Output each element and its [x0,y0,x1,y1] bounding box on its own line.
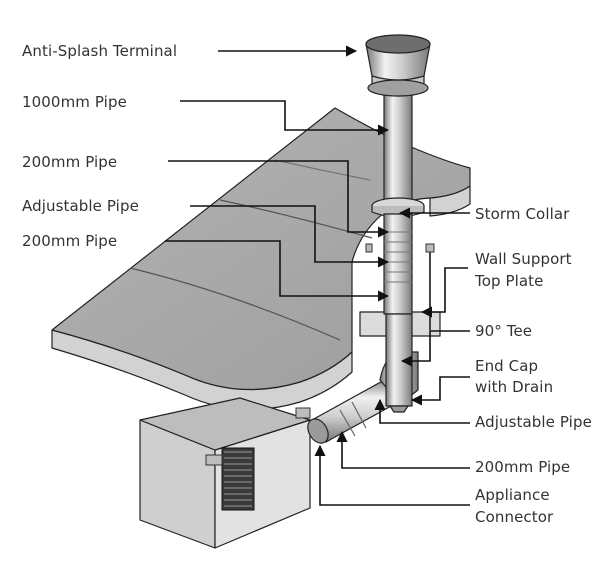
anti-splash-terminal [365,34,431,97]
label-end-cap-with-drain: End Cap with Drain [475,357,553,396]
label-top-plate-line-2: Top Plate [474,272,544,290]
appliance-connector-pipe [307,377,403,444]
leader-1000mm-pipe [180,100,390,136]
label-appliance-connector: Appliance Connector [475,486,555,526]
leader-90-tee [400,330,470,367]
label-adjustable-pipe-right: Adjustable Pipe [475,413,592,431]
label-200mm-pipe-lower: 200mm Pipe [475,458,570,476]
label-with-drain-line-2: with Drain [475,378,553,396]
leader-adjustable-pipe-left [190,205,390,268]
label-200mm-pipe-left: 200mm Pipe [22,232,117,250]
label-wall-support-line-1: Wall Support [475,250,572,268]
leader-end-cap-with-drain [410,376,470,406]
label-connector-line-2: Connector [475,508,554,526]
label-wall-support-top-plate: Wall Support Top Plate [474,250,577,290]
label-1000mm-pipe: 1000mm Pipe [22,93,127,111]
appliance-vent-grille [221,447,255,511]
leader-lines [165,45,470,506]
leader-200mm-pipe-upper [168,160,390,238]
leader-wall-support-top-plate [420,267,468,318]
label-end-cap-line-1: End Cap [475,357,538,375]
leader-200mm-pipe-left [165,240,390,302]
callout-labels: Anti-Splash Terminal 1000mm Pipe 200mm P… [22,42,592,526]
leader-200mm-pipe-lower [336,430,470,469]
roof-slab [51,107,471,411]
label-appliance-line-1: Appliance [475,486,550,504]
label-90-tee: 90° Tee [475,322,532,340]
leader-adjustable-pipe-right [374,398,470,424]
label-200mm-pipe-upper: 200mm Pipe [22,153,117,171]
appliance-unit [139,397,311,549]
label-storm-collar: Storm Collar [475,205,570,223]
leader-appliance-connector [314,444,470,506]
label-adjustable-pipe-left: Adjustable Pipe [22,197,139,215]
label-anti-splash-terminal: Anti-Splash Terminal [22,42,177,60]
